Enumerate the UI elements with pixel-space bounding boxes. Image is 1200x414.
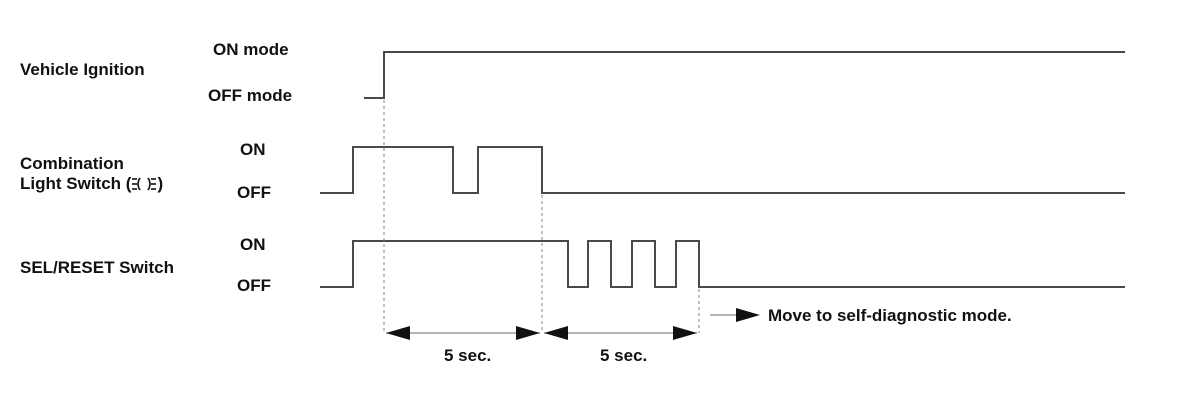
signal-name-ignition: Vehicle Ignition: [20, 60, 145, 79]
headlight-icon: [131, 176, 157, 197]
sel-reset-off-label: OFF: [237, 276, 271, 295]
signal-name-combination-suffix: ): [157, 174, 164, 193]
interval-2-right-arrowhead: [673, 326, 697, 340]
interval-2-left-arrowhead: [544, 326, 568, 340]
interval-1-right-arrowhead: [516, 326, 540, 340]
combination-on-label: ON: [240, 140, 266, 159]
signal-name-sel-reset: SEL/RESET Switch: [20, 258, 174, 277]
interval-label-1: 5 sec.: [444, 346, 492, 365]
sel-reset-on-label: ON: [240, 235, 266, 254]
result-note: Move to self-diagnostic mode.: [768, 306, 1012, 325]
note-pointer-arrowhead: [736, 308, 760, 322]
sel-reset-waveform: [320, 240, 1125, 288]
combination-waveform: [320, 146, 1125, 194]
ignition-on-label: ON mode: [213, 40, 289, 59]
interval-label-2: 5 sec.: [600, 346, 648, 365]
signal-name-combination-line2: Light Switch ( ): [20, 174, 163, 197]
ignition-waveform: [364, 51, 1125, 99]
ignition-off-label: OFF mode: [208, 86, 293, 105]
signal-name-combination-text: Light Switch (: [20, 174, 132, 193]
combination-off-label: OFF: [237, 183, 271, 202]
interval-1-left-arrowhead: [386, 326, 410, 340]
signal-name-combination-line1: Combination: [20, 154, 124, 173]
